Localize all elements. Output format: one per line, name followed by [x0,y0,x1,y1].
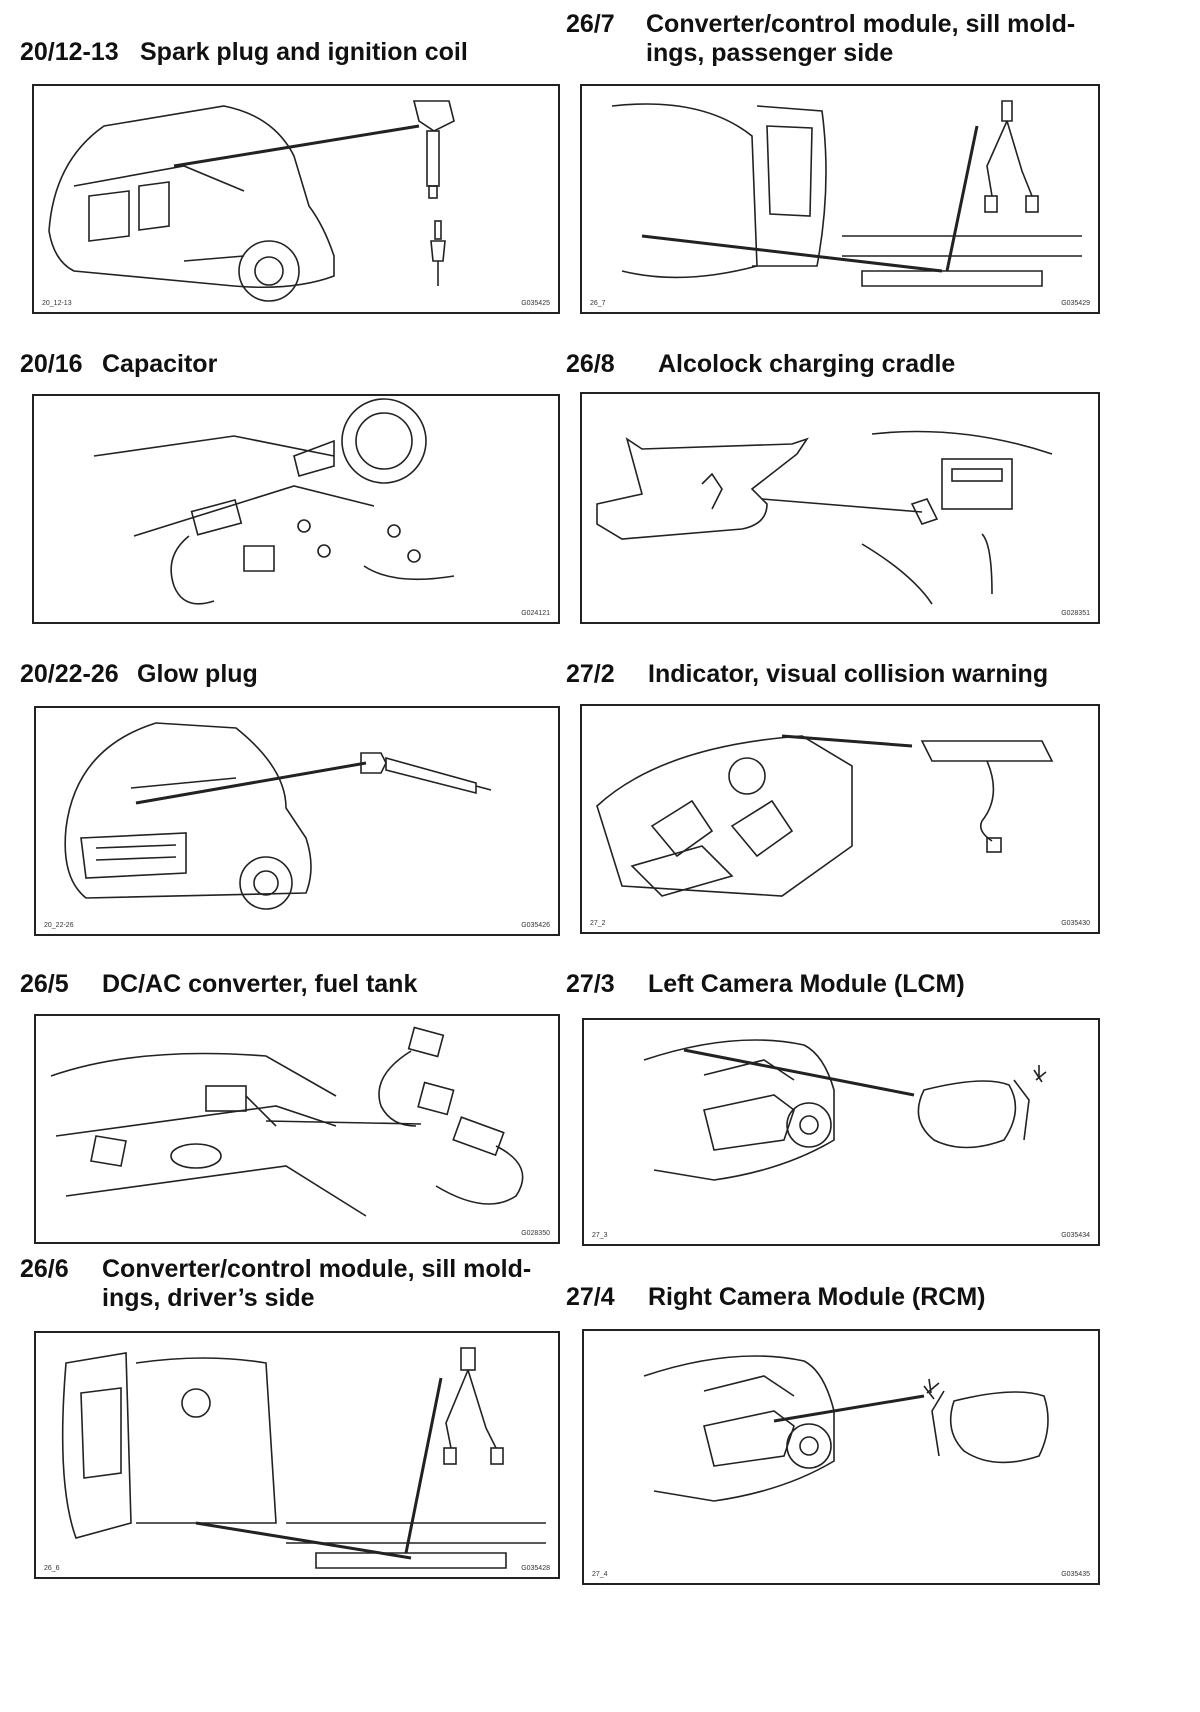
entry-code: 20/12-13 [20,38,119,66]
entry-title: 26/5 DC/AC converter, fuel tank [20,970,417,999]
entry-name: DC/AC converter, fuel tank [102,970,418,998]
figure-ref-left: 26_7 [590,300,606,307]
entry-title: 26/7 Converter/control module, sill mold… [566,10,1075,67]
entry-name: Alcolock charging cradle [658,350,956,378]
figure-ref-right: G028350 [521,1230,550,1237]
figure-ref-left: 27_4 [592,1571,608,1578]
entry-title: 27/4 Right Camera Module (RCM) [566,1283,986,1312]
figure-ref-right: G028351 [1061,610,1090,617]
entry-title: 27/2 Indicator, visual collision warning [566,660,1048,689]
entry-code: 26/5 [20,970,69,998]
entry-code: 27/3 [566,970,615,998]
left-camera-module-illustration [643,1039,1047,1181]
figure-ref-left: 20_12-13 [42,300,72,307]
figure-ref-right: G024121 [521,610,550,617]
alcolock-cradle-illustration [596,430,1053,605]
spark-plug-illustration [48,100,455,302]
glow-plug-illustration [64,722,492,910]
figure-ref-right: G035428 [521,1565,550,1572]
entry-code: 20/16 [20,350,83,378]
entry-name: Glow plug [137,660,258,688]
entry-name: Capacitor [102,350,218,378]
figure-frame: 20_22-26 G035426 [34,706,560,936]
entry-code: 27/2 [566,660,615,688]
converter-driver-illustration [61,1347,546,1569]
figure-ref-right: G035430 [1061,920,1090,927]
figure-ref-right: G035425 [521,300,550,307]
figure-frame: 26_7 G035429 [580,84,1100,314]
figure-ref-right: G035435 [1061,1571,1090,1578]
figure-frame: 26_6 G035428 [34,1331,560,1579]
entry-name: Converter/control module, sill mold- ing… [646,10,1076,67]
figure-frame: 27_2 G035430 [580,704,1100,934]
figure-ref-right: G035426 [521,922,550,929]
entry-code: 26/7 [566,10,615,38]
converter-passenger-illustration [611,100,1082,287]
dcac-converter-illustration [50,1026,524,1217]
entry-code: 27/4 [566,1283,615,1311]
figure-ref-left: 20_22-26 [44,922,74,929]
entry-name: Spark plug and ignition coil [140,38,468,66]
entry-title: 26/6 Converter/control module, sill mold… [20,1255,531,1312]
figure-ref-right: G035429 [1061,300,1090,307]
entry-name: Converter/control module, sill mold- ing… [102,1255,532,1312]
figure-ref-left: 27_2 [590,920,606,927]
entry-code: 26/6 [20,1255,69,1283]
entry-code: 20/22-26 [20,660,119,688]
entry-title: 20/12-13 Spark plug and ignition coil [20,38,468,67]
figure-frame: 27_4 G035435 [582,1329,1100,1585]
entry-title: 20/16 Capacitor [20,350,217,379]
entry-name: Left Camera Module (LCM) [648,970,965,998]
figure-ref-right: G035434 [1061,1232,1090,1239]
entry-name: Indicator, visual collision warning [648,660,1049,688]
figure-frame: 20_12-13 G035425 [32,84,560,314]
figure-ref-left: 26_6 [44,1565,60,1572]
figure-ref-left: 27_3 [592,1232,608,1239]
figure-frame: G024121 [32,394,560,624]
figure-frame: 27_3 G035434 [582,1018,1100,1246]
right-camera-module-illustration [643,1355,1049,1502]
figure-frame: G028351 [580,392,1100,624]
entry-title: 27/3 Left Camera Module (LCM) [566,970,965,999]
entry-code: 26/8 [566,350,615,378]
collision-warning-illustration [596,734,1054,897]
figure-frame: G028350 [34,1014,560,1244]
entry-title: 26/8 Alcolock charging cradle [566,350,955,379]
entry-name: Right Camera Module (RCM) [648,1283,986,1311]
capacitor-illustration [93,398,455,605]
entry-title: 20/22-26 Glow plug [20,660,258,689]
